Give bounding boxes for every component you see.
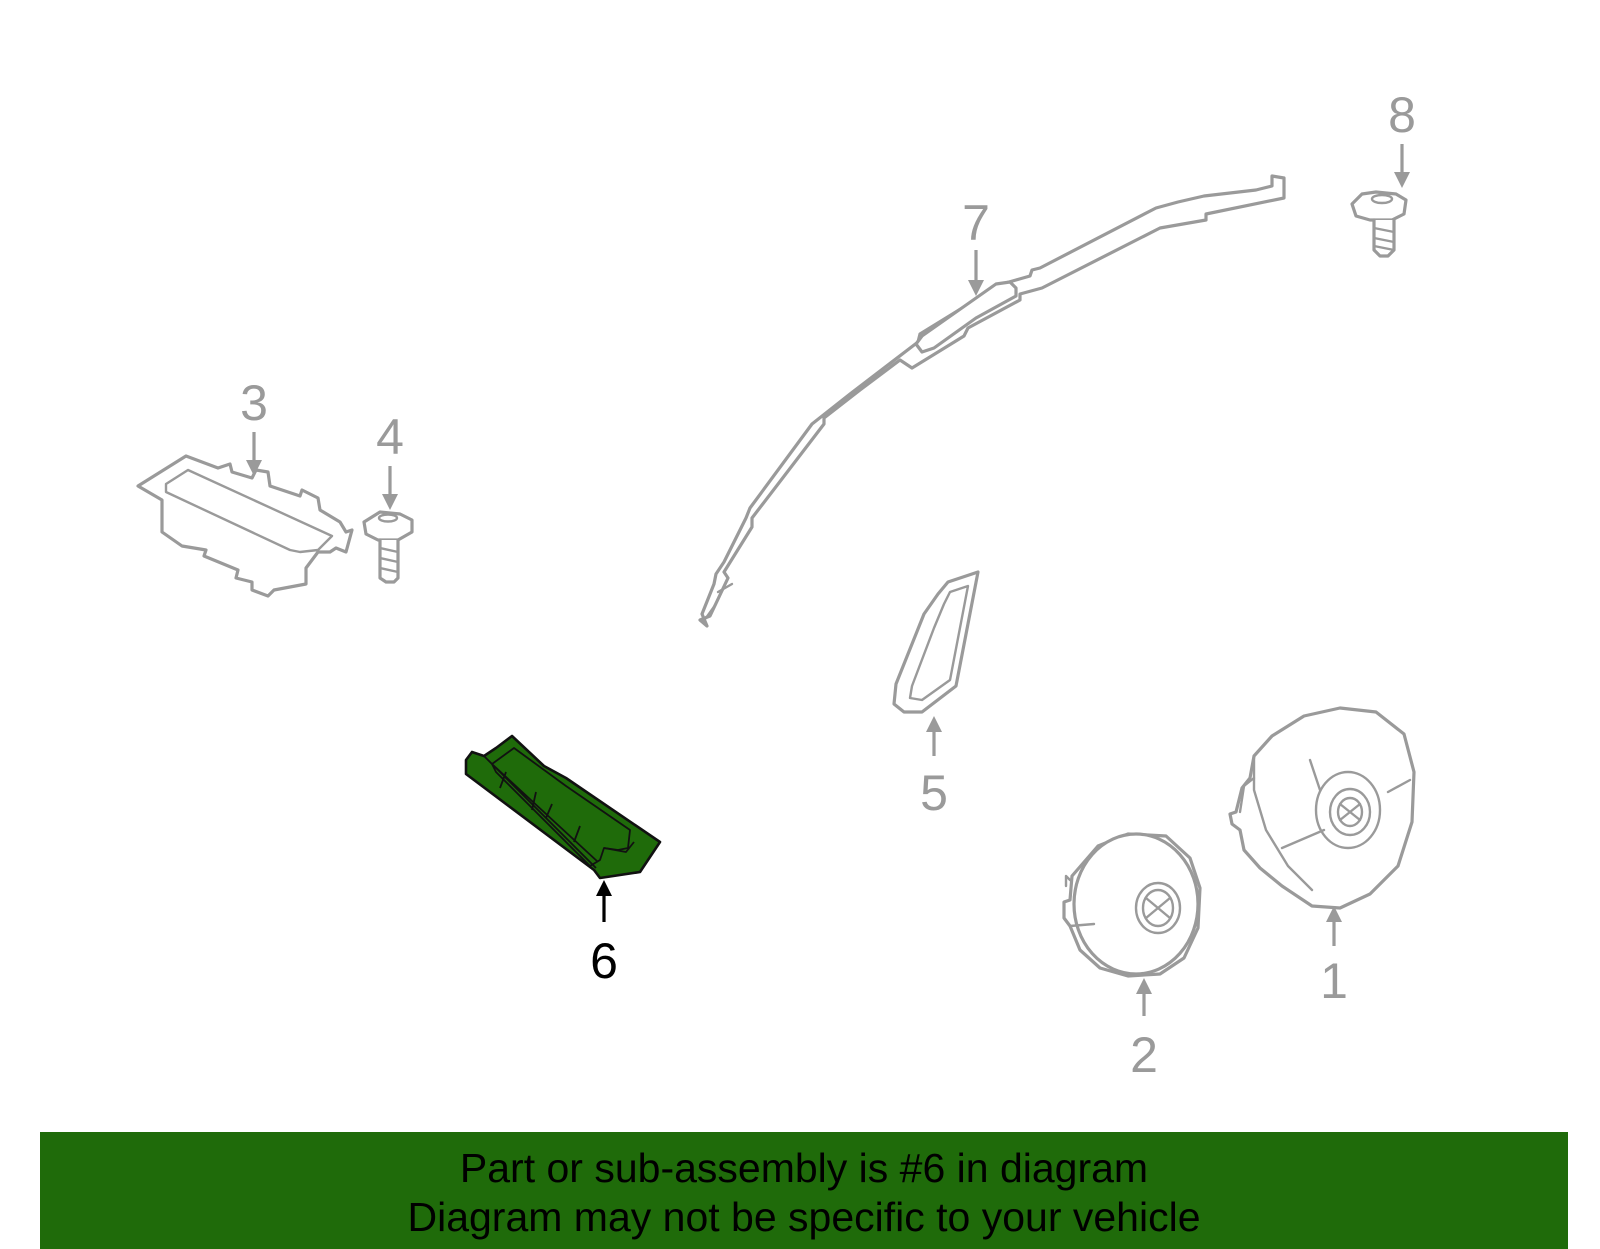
part-1-driver-airbag[interactable] (1228, 706, 1416, 910)
callout-8: 8 (1388, 87, 1416, 143)
banner-line-2: Diagram may not be specific to your vehi… (407, 1194, 1201, 1240)
callout-arrow-4 (382, 466, 398, 510)
info-banner: Part or sub-assembly is #6 in diagram Di… (40, 1132, 1568, 1249)
part-6-side-airbag[interactable] (464, 734, 662, 880)
callout-2: 2 (1130, 1027, 1158, 1083)
callout-arrow-2 (1136, 978, 1152, 1016)
part-7-curtain-airbag[interactable] (698, 174, 1286, 628)
part-5-trim-cover[interactable] (892, 570, 980, 714)
callout-5: 5 (920, 765, 948, 821)
callout-arrow-8 (1394, 144, 1410, 188)
callout-7: 7 (962, 195, 990, 251)
part-8-bolt[interactable] (1350, 190, 1408, 258)
callout-arrow-5 (926, 716, 942, 756)
part-3-knee-airbag[interactable] (136, 454, 354, 598)
callout-1: 1 (1320, 953, 1348, 1009)
part-4-bolt[interactable] (362, 510, 414, 584)
part-2-airbag[interactable] (1062, 832, 1202, 978)
callout-4: 4 (376, 409, 404, 465)
callout-3: 3 (240, 375, 268, 431)
callout-6: 6 (590, 933, 618, 989)
banner-line-1: Part or sub-assembly is #6 in diagram (459, 1145, 1149, 1191)
callout-arrow-6 (596, 880, 612, 922)
callout-arrow-7 (968, 250, 984, 296)
callout-arrow-1 (1326, 906, 1342, 946)
callout-arrow-3 (246, 432, 262, 476)
